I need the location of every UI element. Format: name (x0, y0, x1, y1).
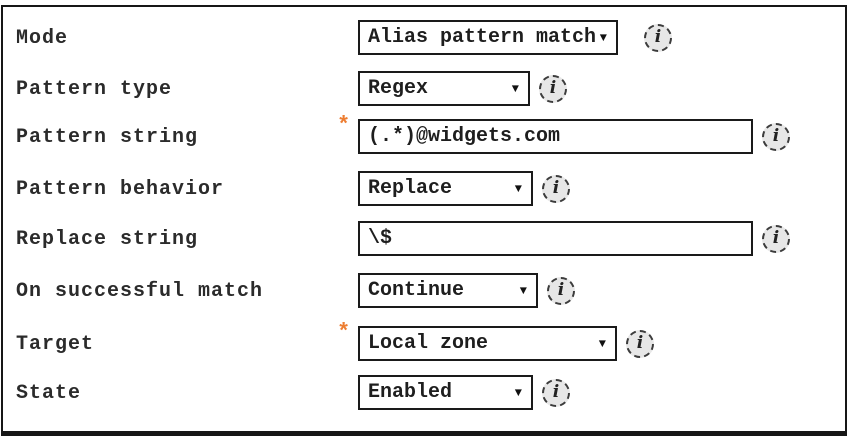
form-row-target: Target * Local zone ▼ i (0, 322, 854, 361)
state-info-icon[interactable]: i (542, 378, 570, 407)
chevron-down-icon: ▼ (519, 283, 527, 298)
mode-label: Mode (16, 27, 69, 50)
pattern-string-label: Pattern string (16, 126, 199, 149)
mode-info-icon[interactable]: i (644, 23, 672, 52)
target-info-icon[interactable]: i (626, 329, 654, 358)
chevron-down-icon: ▼ (598, 336, 606, 351)
chevron-down-icon: ▼ (511, 81, 519, 96)
on-successful-match-info-icon[interactable]: i (547, 276, 575, 305)
replace-string-label: Replace string (16, 228, 199, 251)
required-asterisk: * (337, 113, 351, 138)
form-row-state: State Enabled ▼ i (0, 375, 854, 410)
form-row-pattern-type: Pattern type Regex ▼ i (0, 71, 854, 106)
on-successful-match-label: On successful match (16, 280, 264, 303)
form-row-on-successful-match: On successful match Continue ▼ i (0, 273, 854, 308)
state-label: State (16, 382, 82, 405)
pattern-type-select[interactable]: Regex ▼ (358, 71, 530, 106)
target-label: Target (16, 333, 95, 356)
pattern-type-select-value: Regex (368, 77, 429, 100)
pattern-behavior-info-icon[interactable]: i (542, 174, 570, 203)
chevron-down-icon: ▼ (599, 30, 607, 45)
form-row-replace-string: Replace string i (0, 221, 854, 256)
chevron-down-icon: ▼ (514, 385, 522, 400)
target-select[interactable]: Local zone ▼ (358, 326, 617, 361)
pattern-string-input[interactable] (358, 119, 753, 154)
pattern-type-label: Pattern type (16, 78, 173, 101)
pattern-behavior-select[interactable]: Replace ▼ (358, 171, 533, 206)
form-row-pattern-string: Pattern string * i (0, 115, 854, 154)
replace-string-info-icon[interactable]: i (762, 224, 790, 253)
on-successful-match-select-value: Continue (368, 279, 465, 302)
required-asterisk: * (337, 320, 351, 345)
on-successful-match-select[interactable]: Continue ▼ (358, 273, 538, 308)
mode-select-value: Alias pattern match (368, 26, 597, 49)
target-select-value: Local zone (368, 332, 489, 355)
pattern-behavior-label: Pattern behavior (16, 178, 225, 201)
pattern-behavior-select-value: Replace (368, 177, 453, 200)
state-select-value: Enabled (368, 381, 453, 404)
pattern-string-info-icon[interactable]: i (762, 122, 790, 151)
pattern-type-info-icon[interactable]: i (539, 74, 567, 103)
form-row-pattern-behavior: Pattern behavior Replace ▼ i (0, 171, 854, 206)
replace-string-input[interactable] (358, 221, 753, 256)
mode-select[interactable]: Alias pattern match ▼ (358, 20, 618, 55)
chevron-down-icon: ▼ (514, 181, 522, 196)
state-select[interactable]: Enabled ▼ (358, 375, 533, 410)
form-row-mode: Mode Alias pattern match ▼ i (0, 20, 854, 55)
